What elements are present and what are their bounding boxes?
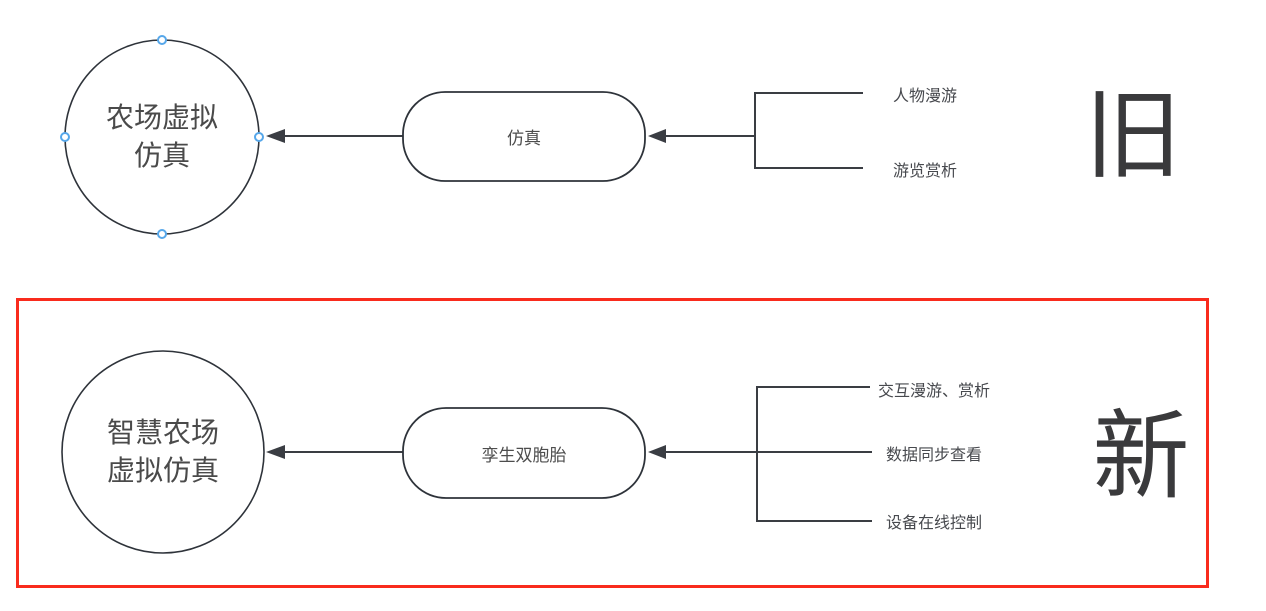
selection-handle-top[interactable] xyxy=(157,35,167,45)
selection-handle-right[interactable] xyxy=(254,132,264,142)
new-arrowhead-process-to-circle xyxy=(266,445,285,459)
selection-handle-bottom[interactable] xyxy=(157,229,167,239)
new-farm-circle-shape[interactable] xyxy=(61,350,265,554)
old-arrowhead-process-to-circle xyxy=(266,129,285,143)
old-arrowhead-bracket-to-process xyxy=(648,129,666,143)
new-section-highlight-box[interactable] xyxy=(16,298,1209,588)
old-farm-circle-shape[interactable] xyxy=(64,39,260,235)
old-process-node-shape[interactable] xyxy=(402,91,646,182)
new-process-node-shape[interactable] xyxy=(402,407,646,499)
selection-handle-left[interactable] xyxy=(60,132,70,142)
new-arrowhead-bracket-to-process xyxy=(648,445,666,459)
old-circle-selection-handles xyxy=(60,35,264,239)
new-branch-bracket[interactable] xyxy=(756,386,872,522)
old-branch-bracket[interactable] xyxy=(754,92,863,169)
